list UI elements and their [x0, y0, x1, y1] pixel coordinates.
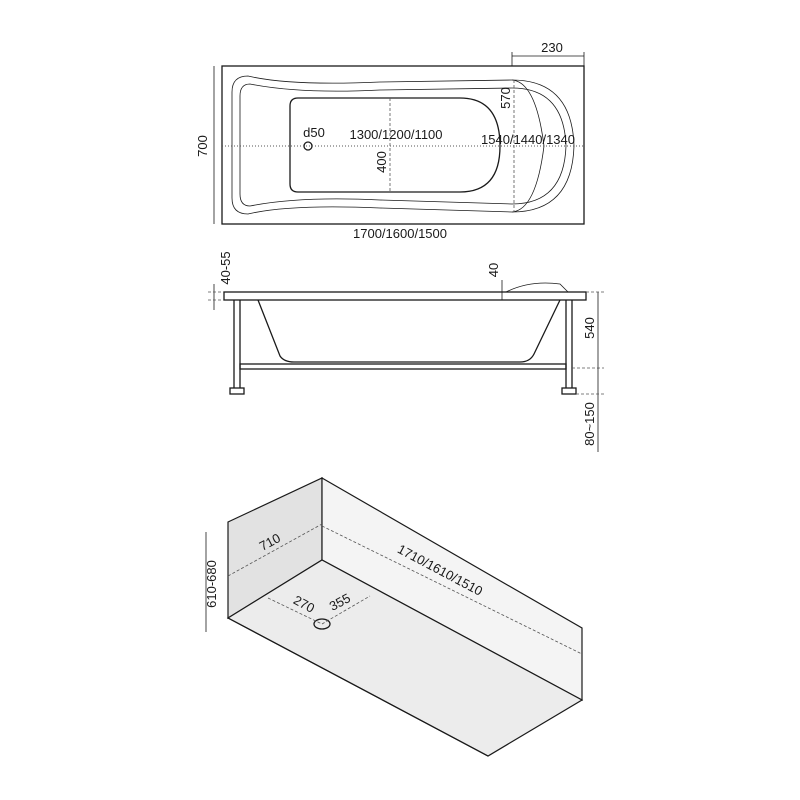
inner-length-label: 1300/1200/1100 — [349, 127, 442, 142]
tub-rim-contour — [231, 75, 575, 215]
side-view: 40-55 40 540 80~150 — [208, 251, 604, 452]
frame-bar — [239, 363, 567, 370]
tub-inner-basin — [289, 97, 501, 193]
drain-y-dim-line — [321, 595, 371, 625]
tub-outer-frame — [221, 65, 585, 225]
rim-length-label: 1540/1440/1340 — [481, 132, 575, 147]
height-label: 540 — [582, 317, 597, 339]
niche-view: 610-680 710 1710/1610/1510 270 355 — [204, 476, 584, 757]
foot-right — [561, 387, 577, 395]
headrest-label: 230 — [541, 40, 563, 55]
drain-hole — [303, 141, 313, 151]
niche-length-dim-line — [321, 525, 583, 655]
headrest-bump — [505, 282, 569, 293]
rim-label: 40-55 — [218, 251, 233, 284]
headrest-width-label: 570 — [498, 87, 513, 109]
drain-label: d50 — [303, 125, 325, 140]
legs-label: 80~150 — [582, 402, 597, 446]
niche-front-face — [227, 617, 489, 757]
length-label: 1700/1600/1500 — [353, 226, 447, 241]
niche-height-label: 610-680 — [204, 560, 219, 608]
width-label: 700 — [195, 135, 210, 157]
tub-rim — [223, 291, 587, 301]
niche-drain — [313, 618, 331, 630]
top-view: 700 1700/1600/1500 230 1300/1200/1100 15… — [195, 40, 585, 241]
foot-left — [229, 387, 245, 395]
inner-width-label: 400 — [374, 151, 389, 173]
niche-width-dim-line — [227, 523, 323, 577]
headrest-rim-label: 40 — [486, 263, 501, 277]
tub-rim-inner-contour — [239, 83, 567, 207]
tub-body — [257, 299, 561, 363]
